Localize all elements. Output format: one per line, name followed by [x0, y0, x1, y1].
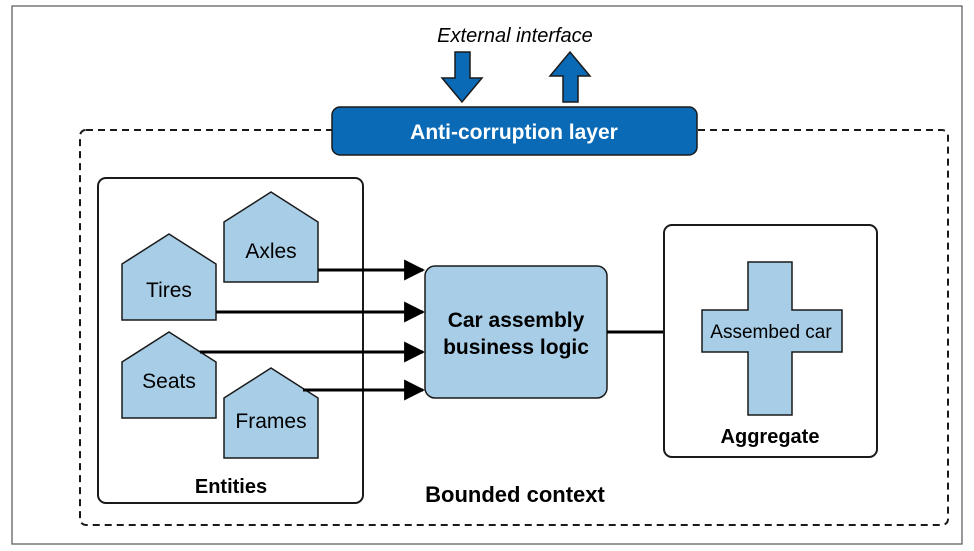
- entity-tires: Tires: [121, 233, 217, 321]
- bounded-context-border: [79, 129, 949, 526]
- anti-corruption-layer-label: Anti-corruption layer: [410, 121, 618, 144]
- entity-axles-label: Axles: [245, 240, 296, 263]
- entity-axles: Axles: [223, 191, 319, 283]
- aggregate-cross-icon: [701, 261, 843, 416]
- house-icon: [223, 367, 319, 459]
- house-icon: [121, 233, 217, 321]
- entity-seats-label: Seats: [142, 370, 196, 393]
- business-logic-line2: business logic: [443, 336, 589, 359]
- entities-group-label: Entities: [195, 476, 267, 498]
- bounded-context-label: Bounded context: [425, 482, 605, 507]
- business-logic-box: [424, 265, 608, 399]
- aggregate-group-label: Aggregate: [721, 426, 820, 448]
- house-icon: [223, 191, 319, 283]
- business-logic-line1: Car assembly: [448, 309, 585, 332]
- aggregate-item-label: Assembed car: [710, 322, 832, 343]
- entity-frames: Frames: [223, 367, 319, 459]
- external-interface-label: External interface: [437, 25, 593, 47]
- entity-frames-label: Frames: [235, 410, 306, 433]
- outgoing-arrow-icon: [548, 50, 592, 103]
- entity-seats: Seats: [121, 331, 217, 419]
- incoming-arrow-icon: [440, 51, 484, 104]
- figure-frame: [11, 5, 963, 545]
- entity-tires-label: Tires: [146, 279, 192, 302]
- house-icon: [121, 331, 217, 419]
- anti-corruption-layer: [331, 106, 698, 156]
